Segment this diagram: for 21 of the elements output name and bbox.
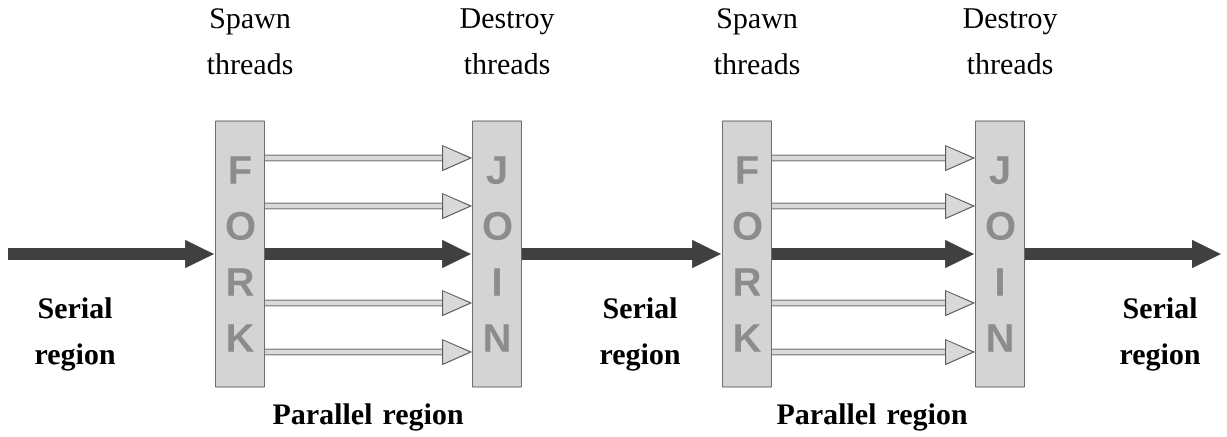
arrow <box>264 290 472 316</box>
arrow <box>771 339 975 365</box>
arrow <box>264 339 472 365</box>
vertical-bar: JOIN <box>975 120 1025 388</box>
arrow <box>771 290 975 316</box>
bar-caption: Destroy threads <box>963 8 1058 75</box>
region-label: Parallel region <box>273 403 464 431</box>
arrow <box>771 193 975 219</box>
arrow <box>264 193 472 219</box>
vertical-bar: FORK <box>215 120 265 388</box>
region-label: Serial region <box>600 297 681 371</box>
region-label: Parallel region <box>777 403 968 431</box>
vertical-bar: JOIN <box>472 120 522 388</box>
bar-caption: Spawn threads <box>207 8 293 75</box>
bar-caption: Destroy threads <box>460 8 555 75</box>
region-label: Serial region <box>35 297 116 371</box>
vertical-bar: FORK <box>722 120 772 388</box>
region-label: Serial region <box>1120 297 1201 371</box>
arrow <box>771 145 975 171</box>
arrow <box>264 145 472 171</box>
bar-caption: Spawn threads <box>714 8 800 75</box>
